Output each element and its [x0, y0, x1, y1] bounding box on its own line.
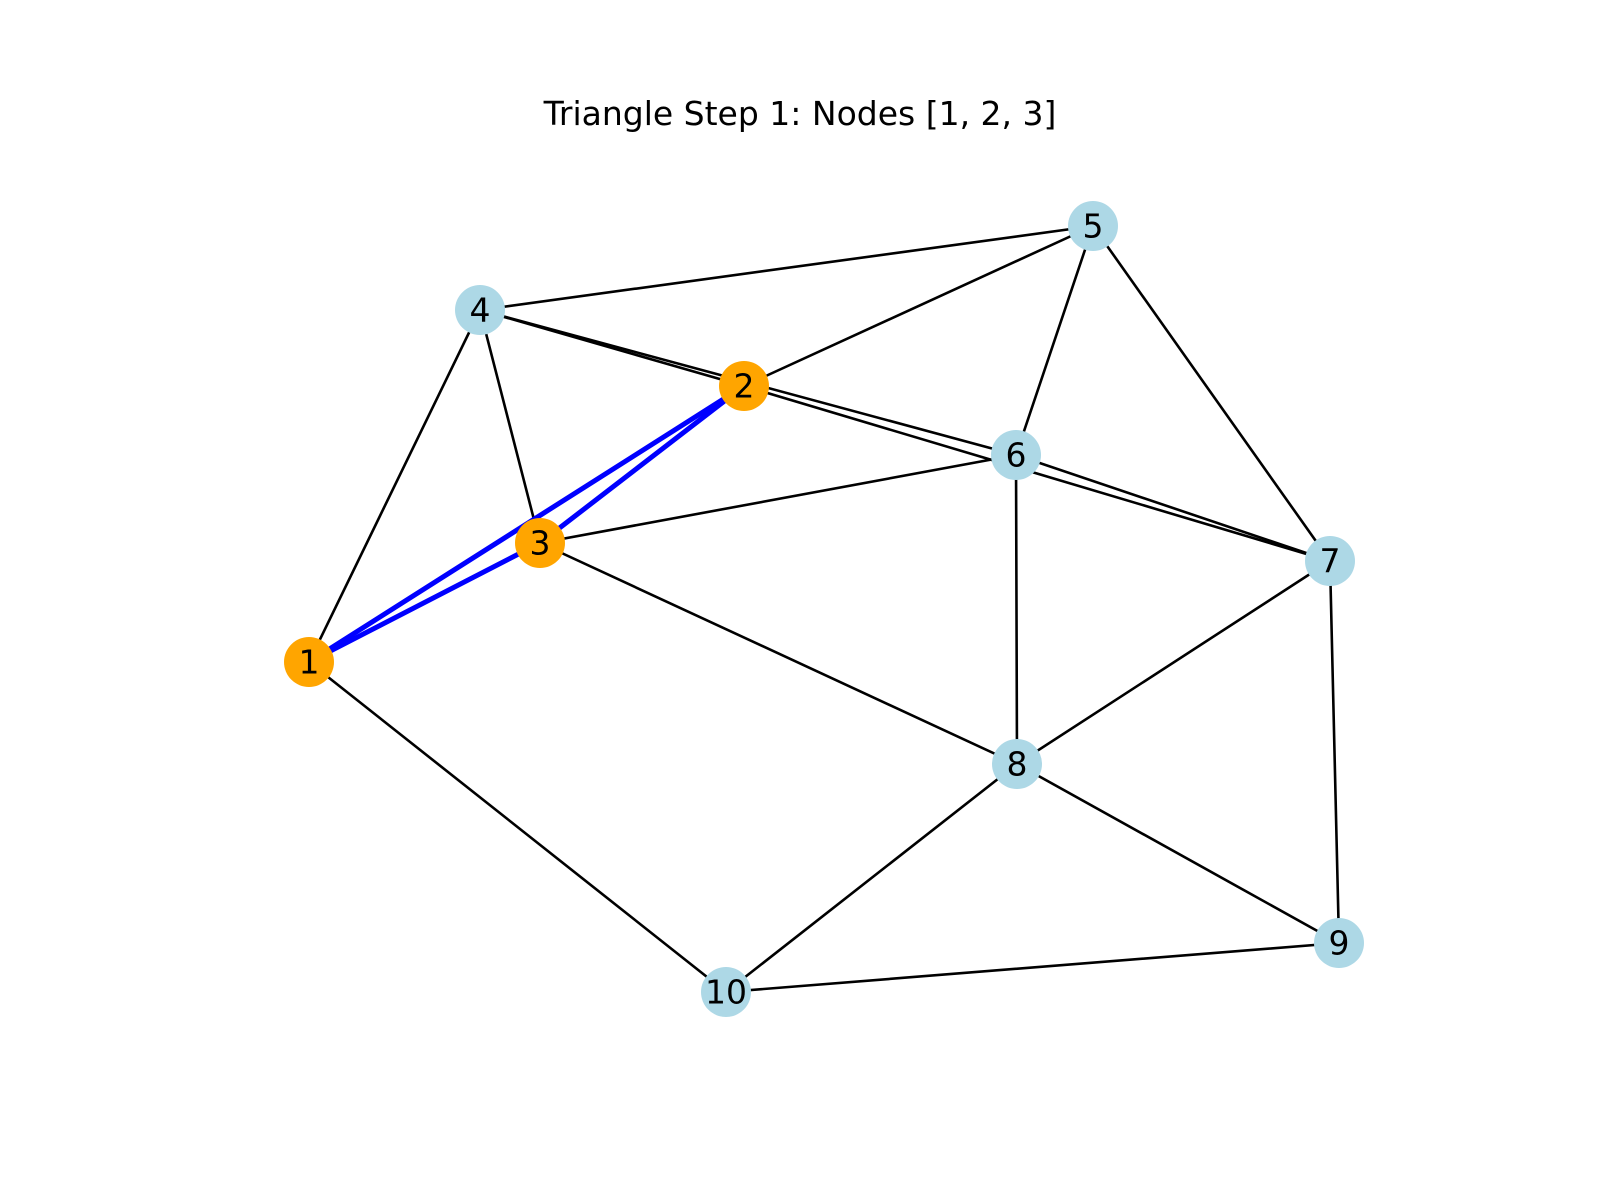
node-label: 8	[1007, 745, 1028, 784]
node-label: 4	[470, 291, 491, 330]
node-label: 10	[705, 973, 747, 1012]
edge-6-7	[1014, 453, 1332, 563]
node-circle	[1314, 918, 1364, 968]
node-6: 6	[991, 430, 1041, 480]
node-circle	[992, 739, 1042, 789]
edge-7-9	[1328, 559, 1341, 945]
node-3-highlighted: 3	[515, 518, 565, 568]
edge-2-3-highlighted	[537, 383, 747, 546]
node-label: 3	[530, 524, 551, 563]
node-10: 10	[701, 967, 751, 1017]
node-label: 9	[1329, 924, 1350, 963]
node-circle	[1068, 201, 1118, 251]
node-circle	[284, 637, 334, 687]
node-8: 8	[992, 739, 1042, 789]
edge-1-4	[307, 308, 482, 664]
edge-layer	[306, 224, 1341, 994]
node-label: 5	[1083, 207, 1104, 246]
edge-6-8	[1014, 453, 1019, 766]
node-label: 2	[734, 367, 755, 406]
node-5: 5	[1068, 201, 1118, 251]
node-1-highlighted: 1	[284, 637, 334, 687]
edge-5-7	[1091, 224, 1332, 563]
edge-7-8	[1015, 559, 1332, 766]
edge-5-6	[1014, 224, 1095, 457]
edge-2-7	[742, 384, 1332, 563]
node-circle	[1305, 536, 1355, 586]
edge-8-9	[1015, 762, 1341, 945]
edge-3-6	[538, 453, 1018, 545]
graph-title: Triangle Step 1: Nodes [1, 2, 3]	[543, 94, 1057, 133]
edge-2-5	[742, 224, 1095, 388]
node-layer: 1 2 3 4 5 6 7 8 9 10	[284, 201, 1364, 1017]
node-circle	[719, 361, 769, 411]
node-circle	[701, 967, 751, 1017]
node-label: 6	[1006, 436, 1027, 475]
node-9: 9	[1314, 918, 1364, 968]
edge-3-4	[478, 308, 542, 545]
node-label: 7	[1320, 542, 1341, 581]
node-7: 7	[1305, 536, 1355, 586]
edge-3-8	[538, 541, 1019, 766]
node-circle	[455, 285, 505, 335]
node-circle	[991, 430, 1041, 480]
edge-1-3-highlighted	[306, 540, 543, 665]
edge-9-10	[724, 941, 1341, 994]
node-label: 1	[299, 643, 320, 682]
node-4: 4	[455, 285, 505, 335]
edge-8-10	[724, 762, 1019, 994]
edge-1-10	[307, 660, 728, 994]
edge-4-5	[478, 224, 1095, 312]
node-circle	[515, 518, 565, 568]
node-2-highlighted: 2	[719, 361, 769, 411]
